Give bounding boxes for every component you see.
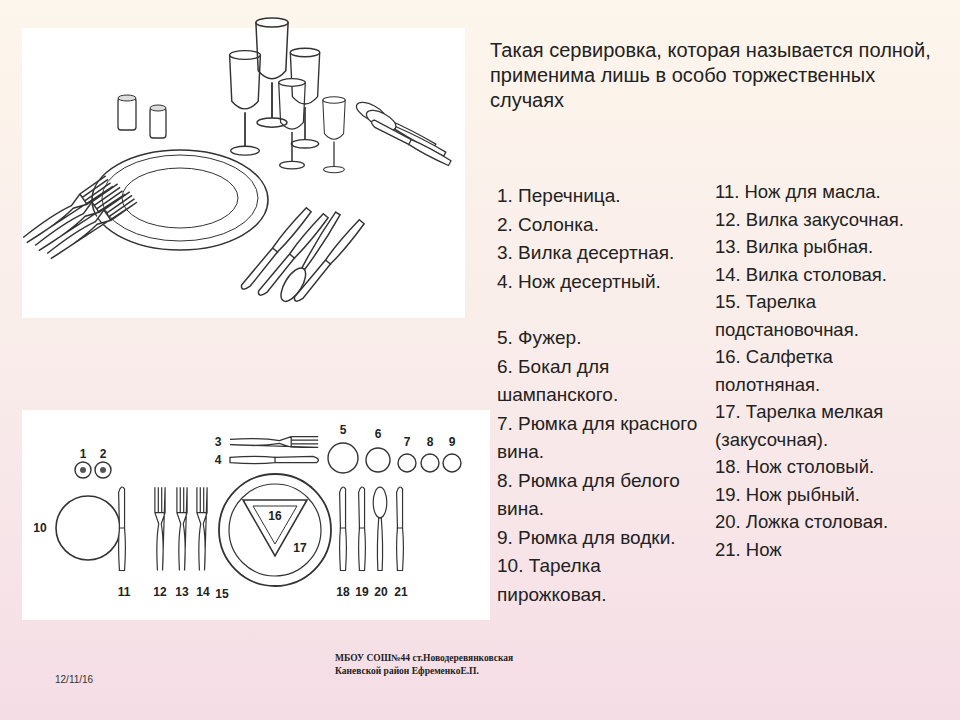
table-setting-drawing — [21, 18, 465, 318]
drawing-stroke — [243, 500, 307, 556]
callout-number: 8 — [427, 436, 434, 449]
drawing-stroke — [22, 410, 490, 620]
list-item: 9. Рюмка для водки. — [497, 524, 702, 553]
callout-number: 1 — [80, 448, 87, 461]
drawing-stroke — [323, 97, 345, 173]
drawing-stroke — [95, 462, 111, 478]
drawing-stroke — [177, 487, 187, 570]
list-item: 5. Фужер. — [497, 324, 702, 353]
drawing-stroke — [118, 98, 136, 130]
date-stamp: 12/11/16 — [55, 674, 93, 685]
drawing-stroke — [366, 448, 390, 472]
list-item: 17. Тарелка мелкая (закусочная). — [715, 398, 940, 453]
drawing-stroke — [150, 105, 166, 111]
legend-column: 1. Перечница.2. Солонка.3. Вилка десертн… — [497, 182, 702, 609]
drawing-stroke — [421, 454, 439, 472]
footer-note: Каневской район ЕфременкоЕ.П. — [335, 665, 479, 677]
drawing-stroke — [398, 454, 416, 472]
drawing-stroke — [119, 487, 126, 571]
drawing-stroke — [340, 487, 347, 571]
setting-scheme — [22, 410, 490, 620]
callout-number: 7 — [404, 436, 411, 449]
list-item: 13. Вилка рыбная. — [715, 233, 940, 261]
callout-number: 12 — [153, 586, 166, 599]
list-item: 14. Вилка столовая. — [715, 261, 940, 289]
list-item: 8. Рюмка для белого вина. — [497, 467, 702, 524]
drawing-stroke — [359, 487, 366, 571]
callout-number: 18 — [336, 586, 349, 599]
footer-note: МБОУ СОШ№44 ст.Новодеревянковская — [335, 652, 513, 664]
callout-number: 6 — [375, 428, 382, 441]
drawing-stroke — [370, 118, 451, 166]
callout-number: 19 — [355, 586, 368, 599]
drawing-stroke — [230, 456, 318, 463]
callout-number: 14 — [196, 586, 209, 599]
callout-number: 16 — [268, 510, 281, 523]
callout-number: 13 — [175, 586, 188, 599]
drawing-stroke — [118, 95, 136, 101]
drawing-stroke — [230, 437, 318, 448]
list-item: 11. Нож для масла. — [715, 178, 940, 206]
callout-number: 9 — [449, 436, 456, 449]
drawing-stroke — [155, 487, 165, 570]
drawing-stroke — [80, 467, 86, 473]
drawing-stroke — [197, 487, 207, 570]
drawing-stroke — [229, 484, 321, 576]
drawing-stroke — [328, 443, 358, 473]
callout-number: 21 — [394, 586, 407, 599]
list-item: 7. Рюмка для красного вина. — [497, 410, 702, 467]
drawing-stroke — [443, 454, 461, 472]
drawing-stroke — [100, 467, 106, 473]
drawing-stroke — [397, 487, 404, 571]
callout-number: 20 — [374, 586, 387, 599]
callout-number: 11 — [118, 586, 131, 599]
callout-number: 5 — [340, 424, 347, 437]
list-item: 20. Ложка столовая. — [715, 508, 940, 536]
list-item: 10. Тарелка пирожковая. — [497, 552, 702, 609]
callout-number: 4 — [215, 454, 222, 467]
callout-number: 2 — [100, 448, 107, 461]
list-item: 3. Вилка десертная. — [497, 239, 702, 268]
drawing-stroke — [75, 462, 91, 478]
callout-number: 15 — [215, 588, 228, 601]
list-item: 12. Вилка закусочная. — [715, 206, 940, 234]
drawing-stroke — [292, 219, 365, 303]
list-item: 4. Нож десертный. — [497, 268, 702, 297]
list-item: 16. Салфетка полотняная. — [715, 343, 940, 398]
drawing-stroke — [373, 487, 387, 570]
drawing-stroke — [230, 51, 261, 156]
list-item: 6. Бокал для шампанского. — [497, 353, 702, 410]
drawing-stroke — [56, 496, 120, 560]
drawing-stroke — [219, 474, 331, 586]
list-item: 21. Нож — [715, 536, 940, 564]
callout-number: 17 — [293, 542, 306, 555]
list-item: 2. Солонка. — [497, 211, 702, 240]
drawing-stroke — [279, 79, 306, 169]
callout-number: 10 — [33, 522, 46, 535]
legend-column: 11. Нож для масла.12. Вилка закусочная.1… — [715, 178, 940, 563]
list-item: 19. Нож рыбный. — [715, 481, 940, 509]
drawing-stroke — [22, 28, 465, 318]
drawing-stroke — [256, 18, 288, 127]
drawing-stroke — [253, 506, 297, 544]
drawing-stroke — [102, 155, 258, 241]
drawing-stroke — [122, 168, 238, 228]
slide-title: Такая сервировка, которая называется пол… — [490, 38, 935, 113]
drawing-stroke — [45, 192, 137, 261]
callout-number: 3 — [215, 436, 222, 449]
drawing-stroke — [150, 108, 166, 138]
list-item: 15. Тарелка подстановочная. — [715, 288, 940, 343]
list-item: 18. Нож столовый. — [715, 453, 940, 481]
list-item: 1. Перечница. — [497, 182, 702, 211]
